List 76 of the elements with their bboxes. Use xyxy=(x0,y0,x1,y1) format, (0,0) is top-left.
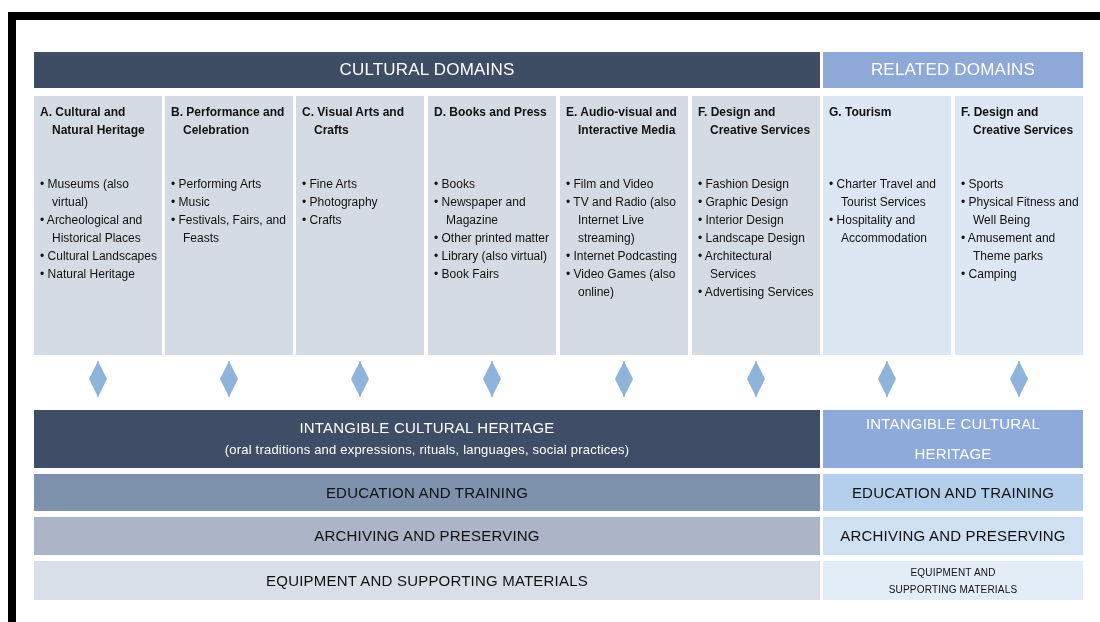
band-title: ARCHIVING AND PRESERVING xyxy=(839,526,1067,546)
band-title: CULTURAL DOMAINS xyxy=(338,59,516,81)
band-title: RELATED DOMAINS xyxy=(869,59,1037,81)
list-item: • Natural Heritage xyxy=(40,266,136,283)
domain-column xyxy=(823,96,951,355)
band-title: EDUCATION AND TRAINING xyxy=(850,482,1056,503)
list-item: • Video Games (also online) xyxy=(566,266,677,301)
domain-column xyxy=(428,96,556,355)
band-subtitle: (oral traditions and expressions, rituals, languages, social practices) xyxy=(223,441,631,459)
list-item: • Camping xyxy=(961,266,1018,283)
column-heading: B. Performance and Celebration xyxy=(171,104,286,139)
list-item: • Fine Arts xyxy=(302,176,358,193)
domain-band xyxy=(823,561,1083,600)
list-item: • Graphic Design xyxy=(698,194,790,211)
column-heading: F. Design and Creative Services xyxy=(961,104,1075,139)
band-title: EQUIPMENT AND SUPPORTING MATERIALS xyxy=(887,565,1019,597)
domain-column xyxy=(296,96,424,355)
list-item: • Fashion Design xyxy=(698,176,790,193)
domain-column xyxy=(165,96,293,355)
domain-band xyxy=(34,52,820,88)
list-item: • Amusement and Theme parks xyxy=(961,230,1057,265)
list-item: • Hospitality and Accommodation xyxy=(829,212,929,247)
list-item: • Architectural Services xyxy=(698,248,773,283)
band-title: EQUIPMENT AND SUPPORTING MATERIALS xyxy=(265,570,589,591)
column-heading: F. Design and Creative Services xyxy=(698,104,812,139)
column-heading: C. Visual Arts and Crafts xyxy=(302,104,406,139)
list-item: • Internet Podcasting xyxy=(566,248,678,265)
list-item: • Archeological and Historical Places xyxy=(40,212,144,247)
double-arrow xyxy=(1010,360,1028,398)
list-item: • Interior Design xyxy=(698,212,785,229)
list-item: • Library (also virtual) xyxy=(434,248,548,265)
list-item: • Physical Fitness and Well Being xyxy=(961,194,1079,229)
domain-column xyxy=(955,96,1083,355)
domain-band xyxy=(34,410,820,468)
double-arrow xyxy=(747,360,765,398)
domain-column xyxy=(34,96,162,355)
band-title: ARCHIVING AND PRESERVING xyxy=(313,526,541,546)
domain-band xyxy=(823,52,1083,88)
list-item: • Film and Video xyxy=(566,176,655,193)
double-arrow xyxy=(878,360,896,398)
domain-column xyxy=(560,96,688,355)
double-arrow xyxy=(89,360,107,398)
list-item: • Performing Arts xyxy=(171,176,263,193)
list-item: • Newspaper and Magazine xyxy=(434,194,527,229)
list-item: • Books xyxy=(434,176,476,193)
column-heading: D. Books and Press xyxy=(434,104,548,121)
band-title: INTANGIBLE CULTURAL HERITAGE xyxy=(298,418,556,438)
domain-band xyxy=(34,561,820,600)
double-arrow xyxy=(220,360,238,398)
list-item: • Music xyxy=(171,194,211,211)
band-title: INTANGIBLE CULTURAL HERITAGE xyxy=(864,414,1042,464)
domain-band xyxy=(823,410,1083,468)
domain-band xyxy=(823,517,1083,555)
list-item: • Photography xyxy=(302,194,379,211)
list-item: • Crafts xyxy=(302,212,343,229)
column-heading: A. Cultural and Natural Heritage xyxy=(40,104,146,139)
list-item: • Sports xyxy=(961,176,1005,193)
double-arrow xyxy=(615,360,633,398)
list-item: • Museums (also virtual) xyxy=(40,176,130,211)
double-arrow xyxy=(483,360,501,398)
column-heading: G. Tourism xyxy=(829,104,893,121)
domain-band xyxy=(34,474,820,511)
list-item: • Book Fairs xyxy=(434,266,500,283)
band-title: EDUCATION AND TRAINING xyxy=(324,482,530,503)
list-item: • Landscape Design xyxy=(698,230,806,247)
list-item: • Advertising Services xyxy=(698,284,815,301)
domain-band xyxy=(823,474,1083,511)
list-item: • Festivals, Fairs, and Feasts xyxy=(171,212,287,247)
double-arrow xyxy=(351,360,369,398)
list-item: • Charter Travel and Tourist Services xyxy=(829,176,937,211)
domain-column xyxy=(692,96,820,355)
list-item: • Cultural Landscapes xyxy=(40,248,158,265)
list-item: • TV and Radio (also Internet Live streaming) xyxy=(566,194,678,247)
list-item: • Other printed matter xyxy=(434,230,550,247)
domain-band xyxy=(34,517,820,555)
column-heading: E. Audio-visual and Interactive Media xyxy=(566,104,678,139)
